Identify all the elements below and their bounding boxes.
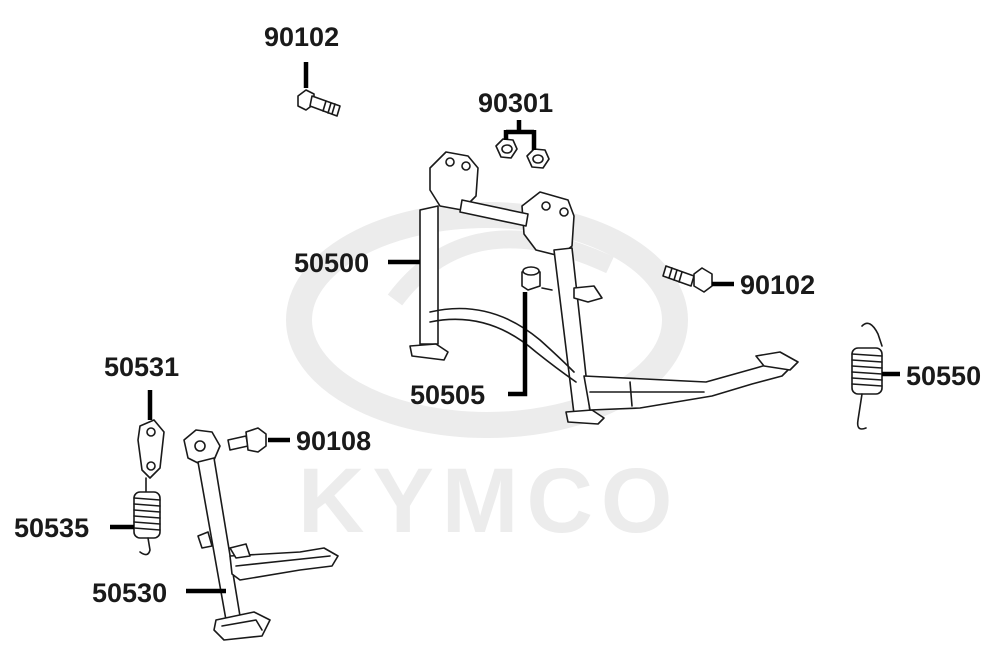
side-stand-spring-part <box>133 477 161 556</box>
label-plate: 50531 <box>104 352 179 382</box>
label-nuts: 90301 <box>478 88 553 118</box>
label-collar: 50505 <box>410 380 485 410</box>
nuts-part <box>495 138 550 169</box>
watermark-swoosh <box>387 230 614 306</box>
label-pivot-bolt: 90108 <box>296 426 371 456</box>
pivot-bolt-part <box>227 427 267 453</box>
leader-collar <box>508 292 528 397</box>
label-main-spring: 50550 <box>906 361 981 391</box>
label-main-stand: 50500 <box>294 248 369 278</box>
label-top-bolt: 90102 <box>264 22 339 52</box>
callout-labels: 90102 90301 50500 90102 50505 50550 5053… <box>14 22 981 608</box>
label-right-bolt: 90102 <box>740 270 815 300</box>
label-side-stand: 50530 <box>92 578 167 608</box>
leader-lines <box>110 62 900 594</box>
watermark-brand-text: KYMCO <box>298 450 680 552</box>
right-bolt-part <box>662 265 713 293</box>
stand-collar-part <box>521 266 553 291</box>
main-stand-part <box>409 151 799 425</box>
top-bolt-part <box>297 89 341 117</box>
side-stand-part <box>183 429 339 641</box>
leader-nuts <box>503 120 537 150</box>
main-stand-spring-part <box>851 322 883 430</box>
side-stand-plate-part <box>137 419 165 479</box>
label-side-spring: 50535 <box>14 513 89 543</box>
